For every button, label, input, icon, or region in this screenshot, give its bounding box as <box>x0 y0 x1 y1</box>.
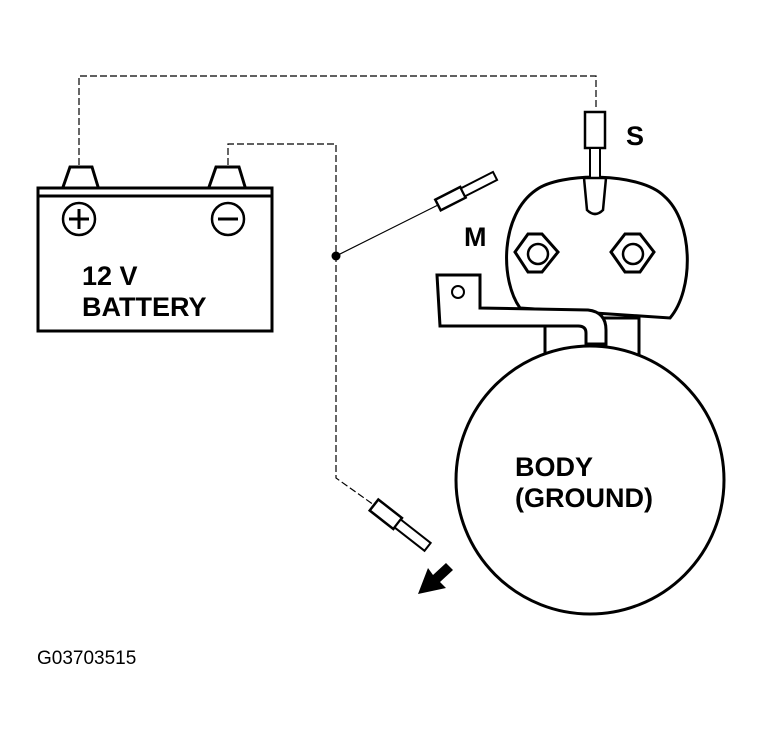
test-lead-probe-icon <box>367 170 499 553</box>
lower-test-lead <box>367 497 433 553</box>
m-strap-hole <box>451 285 465 299</box>
solenoid-cap <box>505 175 689 320</box>
s-terminal-connector <box>583 110 607 150</box>
wire-positive-to-s-terminal <box>78 75 597 165</box>
s-terminal-label: S <box>626 121 644 151</box>
s-terminal-plug <box>582 176 608 216</box>
battery-positive-post <box>60 165 101 191</box>
starter-body-icon: BODY (GROUND) <box>454 316 726 616</box>
starter-body-circle <box>454 344 726 616</box>
wire-junction-dot <box>331 251 341 261</box>
starter-solenoid-icon: S M <box>435 110 689 346</box>
m-terminal-label: M <box>464 222 487 252</box>
wire-branch-to-m <box>335 204 439 257</box>
m-terminal-stud <box>526 242 550 266</box>
b-terminal-stud <box>621 242 645 266</box>
s-terminal-wire <box>589 147 601 179</box>
wire-negative-main <box>227 143 375 506</box>
battery-negative-post <box>206 165 248 191</box>
figure-id: G03703515 <box>37 648 136 669</box>
battery-icon: 12 V BATTERY <box>36 165 274 333</box>
upper-test-lead <box>433 170 499 213</box>
direction-arrow-icon <box>418 563 453 594</box>
body-label-line2: (GROUND) <box>515 483 653 513</box>
m-terminal-strap <box>435 273 608 346</box>
body-label-line1: BODY <box>515 452 593 482</box>
battery-label-voltage: 12 V <box>82 261 138 291</box>
battery-label-name: BATTERY <box>82 292 207 322</box>
wiring <box>78 75 597 506</box>
